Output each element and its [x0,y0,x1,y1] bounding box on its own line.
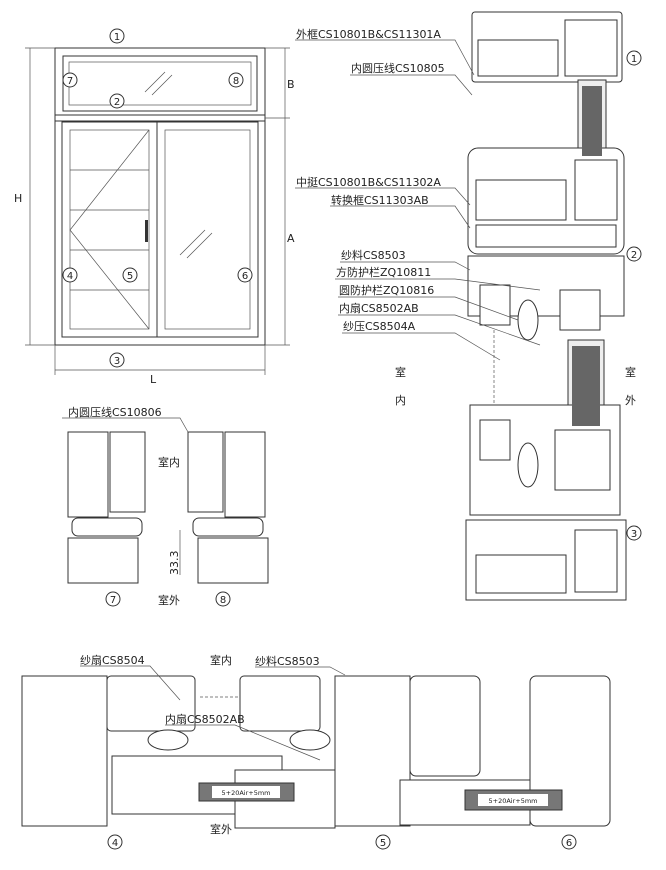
vertical-section: 外框CS10801B&CS11301A 内圆压线CS10805 中挺CS1080… [295,11,642,601]
label-inner-sash: 内扇CS8502AB [165,712,245,726]
label-inner-bead-cs10805: 内圆压线CS10805 [351,61,445,75]
label-inner-sash: 内扇CS8502AB [339,301,419,315]
marker-1: 1 [631,54,637,65]
inside-label: 室 [395,365,406,379]
marker-7: 7 [110,595,116,606]
label-outer-frame: 外框CS10801B&CS11301A [296,28,441,41]
dim-sash: A [287,232,295,245]
window-elevation: H L B A 1 2 3 4 5 6 7 8 [14,28,295,386]
marker-5: 5 [380,838,386,849]
elevation-markers: 1 2 3 4 5 6 7 8 [62,28,253,368]
outside-label-2: 外 [625,394,636,407]
transom-section: 内圆压线CS10806 室内 室外 33.3 7 8 [62,405,269,607]
svg-text:2: 2 [114,97,120,108]
glass-spec-1: 5+20Air+5mm [221,789,270,797]
dimension-33-3: 33.3 [168,551,181,576]
svg-text:7: 7 [67,76,73,87]
inside-label: 室内 [210,653,232,667]
inside-label: 室内 [158,455,180,469]
label-square-guard: 方防护栏ZQ10811 [336,265,431,279]
svg-text:1: 1 [114,32,120,43]
svg-text:6: 6 [242,271,248,282]
label-screen-sash: 纱扇CS8504 [80,653,145,667]
outside-label: 室外 [158,593,180,607]
dim-transom: B [287,78,295,91]
dim-height: H [14,192,22,205]
marker-3: 3 [631,529,637,540]
label-screen-profile: 纱料CS8503 [255,654,320,668]
label-screen-profile: 纱料CS8503 [341,248,406,262]
label-mullion: 中挺CS10801B&CS11302A [296,175,441,189]
outside-label: 室外 [210,822,232,836]
inside-label-2: 内 [395,393,406,407]
svg-text:5: 5 [127,271,133,282]
label-round-guard: 圆防护栏ZQ10816 [339,283,434,297]
marker-8: 8 [220,595,226,606]
svg-text:8: 8 [233,76,239,87]
label-screen-bead: 纱压CS8504A [343,320,416,333]
marker-4: 4 [112,838,118,849]
label-adapter-frame: 转换框CS11303AB [331,193,429,207]
glass-spec-2: 5+20Air+5mm [488,797,537,805]
svg-text:4: 4 [67,271,73,282]
marker-6: 6 [566,838,572,849]
marker-2: 2 [631,250,637,261]
outside-label: 室 [625,365,636,379]
horizontal-section: 5+20Air+5mm 5+20Air+5mm 纱扇CS8504 纱料CS850… [21,653,611,850]
label-inner-bead-cs10806: 内圆压线CS10806 [68,405,162,419]
dim-width: L [150,373,157,386]
svg-text:3: 3 [114,356,120,367]
